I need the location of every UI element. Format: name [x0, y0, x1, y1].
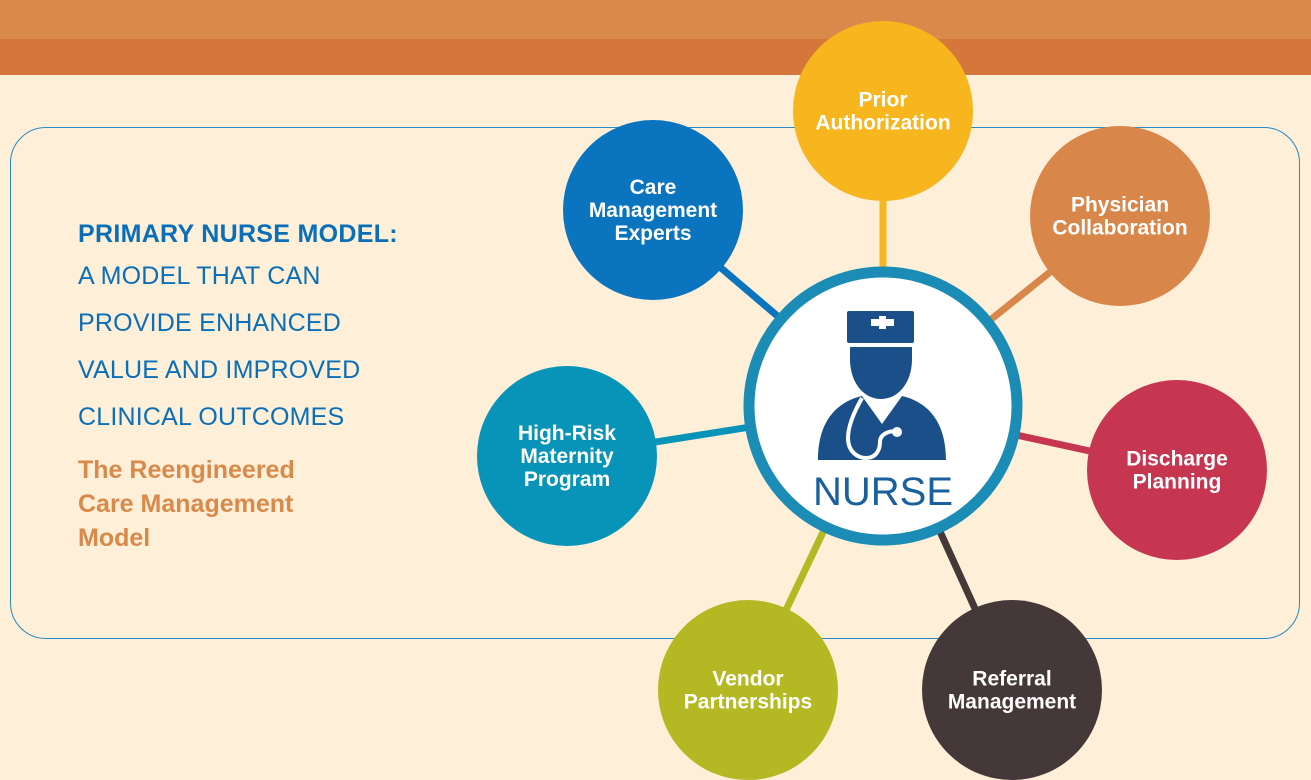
node-label: Vendor: [712, 668, 783, 691]
node-label: Prior: [858, 89, 907, 112]
node-label: Experts: [614, 222, 691, 245]
subheading-line: VALUE AND IMPROVED: [78, 356, 361, 384]
node-label: Program: [524, 468, 610, 491]
node-circle: [793, 21, 973, 201]
node-circle: [1030, 126, 1210, 306]
node-label: Partnerships: [684, 691, 812, 714]
node-label: Management: [948, 691, 1076, 714]
node-label: Management: [589, 199, 717, 222]
node-label: Physician: [1071, 194, 1169, 217]
node-label: Collaboration: [1052, 217, 1187, 240]
nurse-head: [850, 347, 912, 399]
node-circle: [477, 366, 657, 546]
node-label: Maternity: [520, 445, 614, 468]
subheading-line: A MODEL THAT CAN: [78, 262, 321, 290]
node-label: Authorization: [815, 112, 950, 135]
node-label: Planning: [1133, 471, 1222, 494]
node-label: Referral: [972, 668, 1051, 691]
node-label: Discharge: [1126, 448, 1228, 471]
node-circle: [658, 600, 838, 780]
header-banner: [0, 0, 1311, 75]
node-circle: [1087, 380, 1267, 560]
stethoscope-icon: [845, 397, 897, 461]
model-description: PRIMARY NURSE MODEL: A MODEL THAT CAN PR…: [78, 216, 438, 555]
model-heading: PRIMARY NURSE MODEL:: [78, 220, 398, 248]
nurse-label: NURSE: [813, 470, 953, 514]
node-label: Care: [630, 176, 677, 199]
subheading-line: PROVIDE ENHANCED: [78, 309, 341, 337]
nurse-center: NURSE: [743, 266, 1023, 546]
nurse-circle: [743, 266, 1023, 546]
node-circle: [563, 120, 743, 300]
model-subheading: A MODEL THAT CAN PROVIDE ENHANCED VALUE …: [78, 253, 438, 441]
model-tagline: The Reengineered Care Management Model: [78, 456, 295, 552]
nurse-icon: [818, 311, 946, 461]
nodes: PriorAuthorizationPhysicianCollaboration…: [477, 21, 1267, 780]
subheading-line: CLINICAL OUTCOMES: [78, 403, 345, 431]
node-circle: [922, 600, 1102, 780]
node-label: High-Risk: [518, 422, 616, 445]
